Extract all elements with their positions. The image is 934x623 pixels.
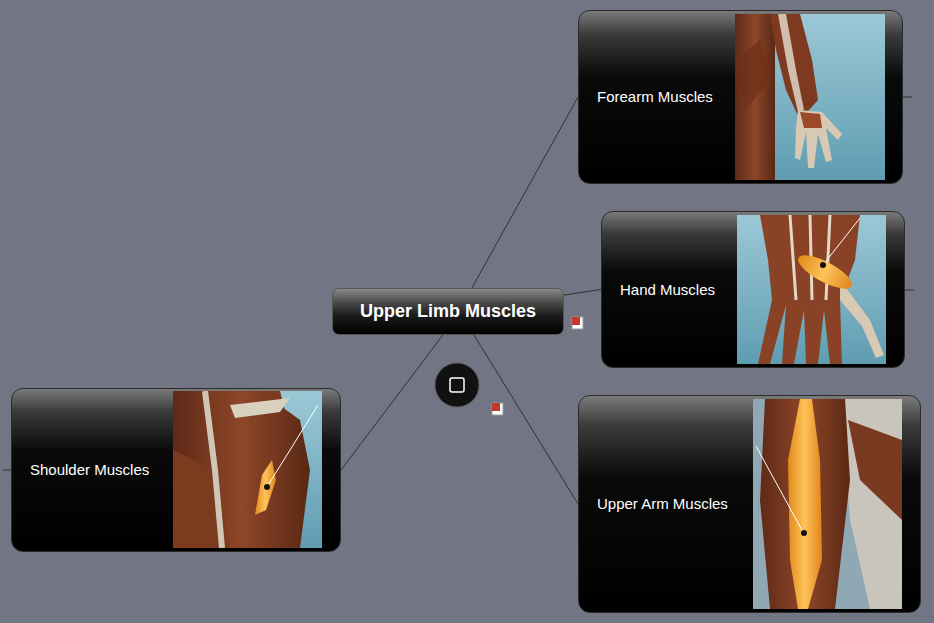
branch-line bbox=[474, 335, 578, 504]
note-icon bbox=[572, 317, 583, 329]
note-icon bbox=[492, 403, 503, 415]
shoulder-illustration bbox=[173, 391, 322, 548]
central-topic: Upper Limb Muscles bbox=[332, 288, 564, 335]
branch-line bbox=[564, 290, 601, 296]
upper-arm-illustration bbox=[753, 399, 902, 609]
topic-box: Upper Arm Muscles bbox=[578, 395, 921, 613]
topic-box: Hand Muscles bbox=[601, 211, 905, 368]
topic-label: Hand Muscles bbox=[620, 281, 715, 299]
branch-line bbox=[341, 335, 443, 470]
branch-stub bbox=[903, 97, 912, 98]
topic-label: Forearm Muscles bbox=[597, 88, 713, 106]
branch-stub bbox=[905, 290, 914, 291]
topic-box: Shoulder Muscles bbox=[11, 388, 341, 552]
branch-stub bbox=[3, 470, 11, 471]
hand-illustration bbox=[737, 215, 886, 364]
forearm-illustration bbox=[735, 14, 885, 180]
topic-label: Upper Limb Muscles bbox=[360, 301, 536, 323]
topic-label: Upper Arm Muscles bbox=[597, 495, 728, 513]
topic-label: Shoulder Muscles bbox=[30, 461, 149, 479]
topic-box: Forearm Muscles bbox=[578, 10, 903, 184]
branch-line bbox=[472, 97, 578, 288]
topic-icon bbox=[435, 363, 479, 407]
